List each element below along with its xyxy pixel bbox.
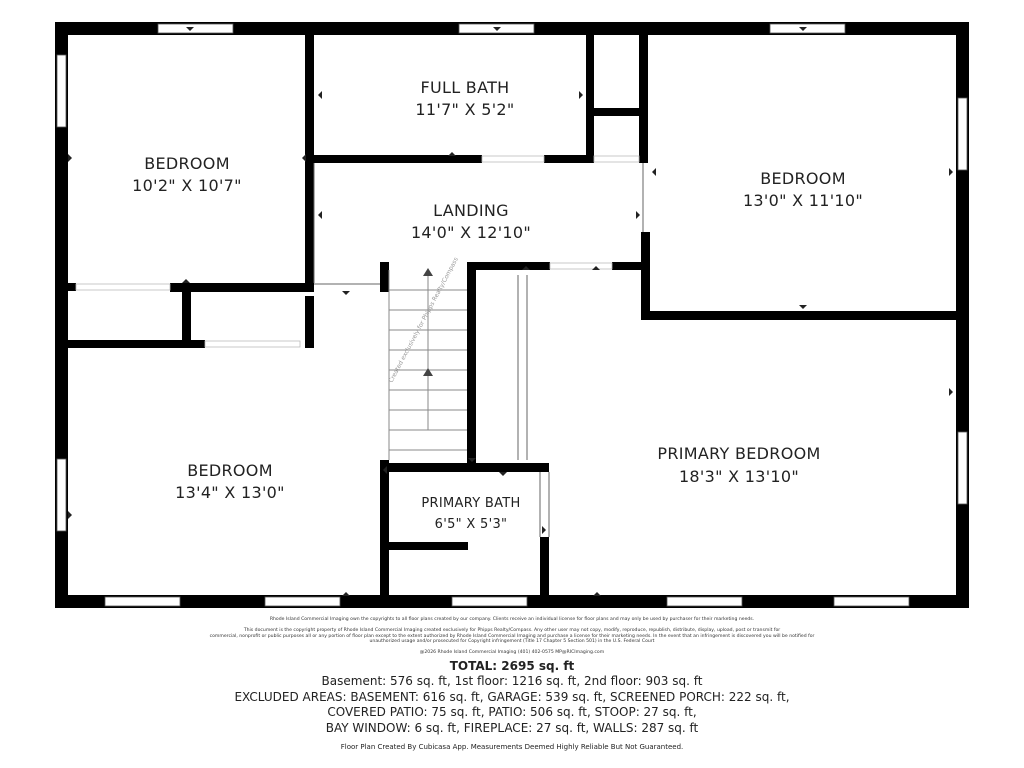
area-breakdown: Basement: 576 sq. ft, 1st floor: 1216 sq… (0, 674, 1024, 736)
wall-markers (68, 27, 953, 596)
fine-print-line: unauthorized usage and/or prosecuted for… (369, 639, 655, 645)
room-landing: LANDING 14'0" X 12'10" (411, 201, 531, 242)
room-bedroom-ne: BEDROOM 13'0" X 11'10" (743, 169, 863, 210)
stair-arrow-icon (423, 268, 433, 276)
stair-arrow-icon (423, 368, 433, 376)
floor-plan: Created exclusively for Phipps Realty/Co… (55, 22, 969, 608)
room-primary-bedroom: PRIMARY BEDROOM 18'3" X 13'10" (657, 444, 820, 486)
area-line: EXCLUDED AREAS: BASEMENT: 616 sq. ft, GA… (234, 689, 790, 704)
copyright-notice: Rhode Island Commercial Imaging own the … (0, 617, 1024, 623)
room-name: FULL BATH (420, 78, 509, 97)
room-dims: 13'0" X 11'10" (743, 191, 863, 210)
area-line: COVERED PATIO: 75 sq. ft, PATIO: 506 sq.… (327, 705, 697, 719)
room-name: BEDROOM (187, 461, 273, 480)
fine-print-line: This document is the copyright property … (243, 628, 781, 633)
room-name: PRIMARY BEDROOM (657, 444, 820, 463)
room-bedroom-nw: BEDROOM 10'2" X 10'7" (132, 154, 242, 195)
interior-walls (68, 35, 956, 608)
room-name: PRIMARY BATH (421, 496, 520, 511)
room-primary-bath: PRIMARY BATH 6'5" X 5'3" (421, 496, 520, 532)
room-name: BEDROOM (760, 169, 846, 188)
fine-print-line: @2026 Rhode Island Commercial Imaging (4… (419, 650, 605, 655)
area-line: Basement: 576 sq. ft, 1st floor: 1216 sq… (321, 674, 703, 688)
disclaimer: Floor Plan Created By Cubicasa App. Meas… (340, 743, 684, 751)
copyright-legal: This document is the copyright property … (0, 628, 1024, 645)
fine-print-line: commercial, nonprofit or public purposes… (209, 633, 815, 639)
room-dims: 13'4" X 13'0" (175, 483, 285, 502)
door-openings (75, 155, 644, 537)
room-dims: 6'5" X 5'3" (435, 517, 508, 532)
room-name: LANDING (433, 201, 509, 220)
area-line: BAY WINDOW: 6 sq. ft, FIREPLACE: 27 sq. … (325, 720, 699, 735)
room-dims: 11'7" X 5'2" (415, 100, 514, 119)
room-full-bath: FULL BATH 11'7" X 5'2" (415, 78, 514, 119)
room-dims: 14'0" X 12'10" (411, 223, 531, 242)
room-dims: 18'3" X 13'10" (679, 467, 799, 486)
staircase: Created exclusively for Phipps Realty/Co… (388, 256, 467, 460)
room-bedroom-sw: BEDROOM 13'4" X 13'0" (175, 461, 285, 502)
room-name: BEDROOM (144, 154, 230, 173)
total-area: TOTAL: 2695 sq. ft (449, 659, 575, 673)
contact-line: @2026 Rhode Island Commercial Imaging (4… (0, 650, 1024, 656)
room-dims: 10'2" X 10'7" (132, 176, 242, 195)
fine-print-line: Rhode Island Commercial Imaging own the … (269, 617, 755, 622)
